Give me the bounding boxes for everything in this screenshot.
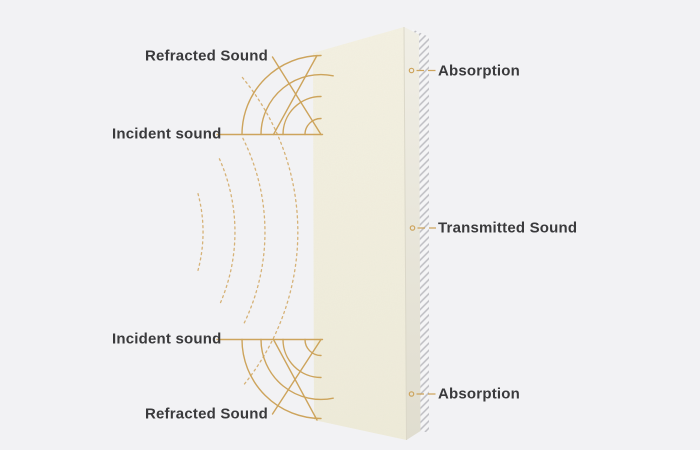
fan-arc: [304, 338, 322, 357]
absorption-top-leader: [408, 67, 436, 74]
label-incident-sound-top: Incident sound: [112, 125, 222, 143]
panel-front-texture: [313, 27, 407, 440]
wavefront-arc: [242, 137, 266, 327]
wavefront-arc: [218, 158, 236, 306]
label-incident-sound-bottom: Incident sound: [112, 330, 222, 348]
fan-arc: [260, 73, 334, 136]
fan-arc: [241, 338, 322, 420]
reflected-ray-line: [272, 338, 318, 421]
label-refracted-sound-top: Refracted Sound: [144, 47, 268, 65]
leader-ring: [408, 391, 415, 397]
refracted-ray-line: [271, 56, 322, 136]
incident-wavefront-arcs: [197, 76, 299, 388]
refracted-ray-line: [271, 338, 322, 415]
leader-ring: [408, 67, 415, 74]
fan-arc: [241, 54, 322, 136]
label-absorption-bottom: Absorption: [438, 385, 520, 403]
transmitted-leader: [409, 225, 436, 231]
leader-ring: [409, 225, 416, 231]
label-transmitted-sound: Transmitted Sound: [438, 219, 578, 237]
bottom-incidence-fan: [216, 338, 334, 421]
fan-arc: [282, 338, 322, 379]
fan-arc: [282, 95, 322, 136]
absorption-bottom-leader: [408, 391, 436, 397]
reflected-ray-line: [272, 54, 318, 136]
wavefront-arc: [241, 76, 299, 388]
label-refracted-sound-bottom: Refracted Sound: [144, 405, 268, 423]
wavefront-arc: [197, 193, 204, 271]
panel-side-face: [404, 27, 421, 440]
panel-front-side-edge: [403, 26, 407, 441]
fan-arc: [304, 117, 322, 136]
top-incidence-fan: [216, 54, 334, 136]
label-absorption-top: Absorption: [438, 62, 520, 80]
fan-arc: [260, 338, 334, 401]
